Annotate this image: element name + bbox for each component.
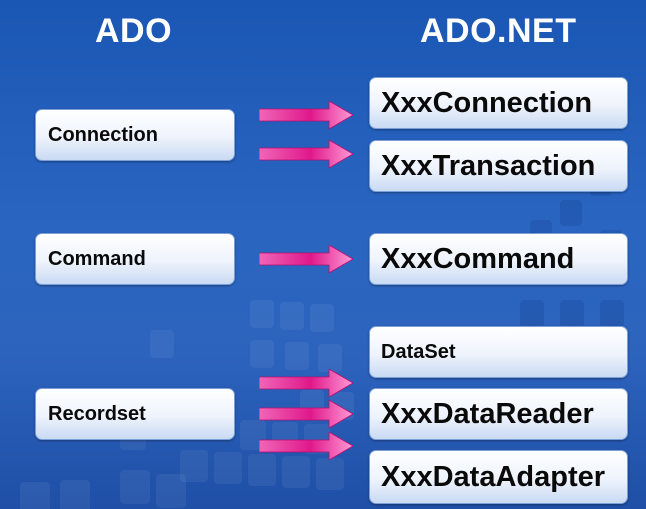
box-xxx-connection: XxxConnection [369,77,628,129]
box-command: Command [35,233,235,285]
box-recordset: Recordset [35,388,235,440]
arrow-connection-to-xxxtransaction [259,140,353,168]
arrow-command-to-xxxcommand [259,245,353,273]
arrow-connection-to-xxxconnection [259,101,353,129]
arrow-recordset-to-xxxdataadapter [259,432,353,460]
box-dataset: DataSet [369,326,628,378]
box-xxx-transaction: XxxTransaction [369,140,628,192]
box-xxx-dataadapter: XxxDataAdapter [369,450,628,504]
heading-ado: ADO [95,12,173,50]
heading-ado-net: ADO.NET [420,12,577,50]
box-xxx-datareader: XxxDataReader [369,388,628,440]
arrow-recordset-to-xxxdatareader [259,400,353,428]
box-xxx-command: XxxCommand [369,233,628,285]
box-connection: Connection [35,109,235,161]
arrow-recordset-to-dataset [259,369,353,397]
